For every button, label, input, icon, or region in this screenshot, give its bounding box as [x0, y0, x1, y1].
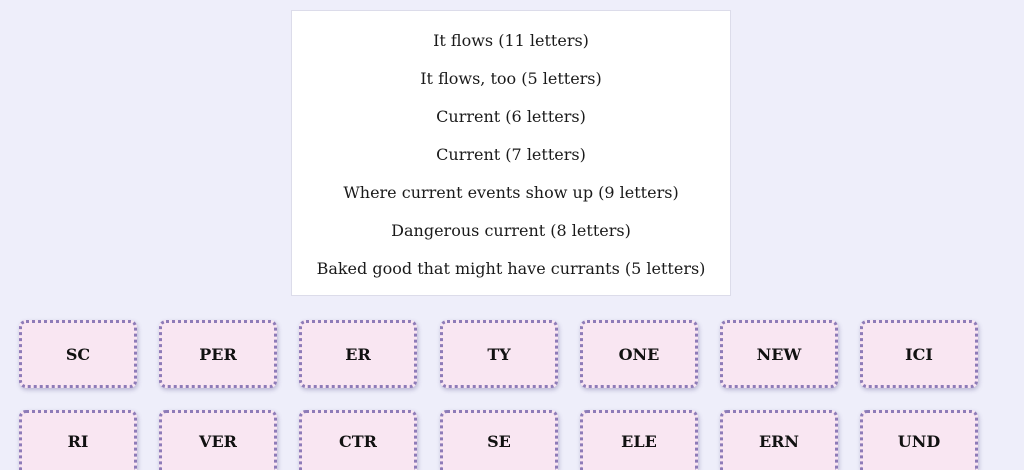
- letter-tile[interactable]: SE: [440, 410, 558, 470]
- clue-panel: It flows (11 letters) It flows, too (5 l…: [291, 10, 731, 296]
- letter-tile[interactable]: NEW: [720, 320, 838, 388]
- letter-tile[interactable]: TY: [440, 320, 558, 388]
- clue-2: It flows, too (5 letters): [420, 69, 602, 88]
- letter-tile[interactable]: ER: [299, 320, 417, 388]
- letter-tile[interactable]: RI: [19, 410, 137, 470]
- letter-tile[interactable]: UND: [860, 410, 978, 470]
- clue-4: Current (7 letters): [436, 145, 586, 164]
- clue-3: Current (6 letters): [436, 107, 586, 126]
- letter-tile[interactable]: VER: [159, 410, 277, 470]
- clue-5: Where current events show up (9 letters): [343, 183, 679, 202]
- letter-tile[interactable]: CTR: [299, 410, 417, 470]
- letter-tile[interactable]: SC: [19, 320, 137, 388]
- letter-tile[interactable]: ICI: [860, 320, 978, 388]
- letter-tile[interactable]: PER: [159, 320, 277, 388]
- clue-1: It flows (11 letters): [433, 31, 589, 50]
- letter-tile[interactable]: ELE: [580, 410, 698, 470]
- letter-tile[interactable]: ERN: [720, 410, 838, 470]
- clue-7: Baked good that might have currants (5 l…: [316, 259, 706, 278]
- clue-6: Dangerous current (8 letters): [391, 221, 631, 240]
- letter-tile[interactable]: ONE: [580, 320, 698, 388]
